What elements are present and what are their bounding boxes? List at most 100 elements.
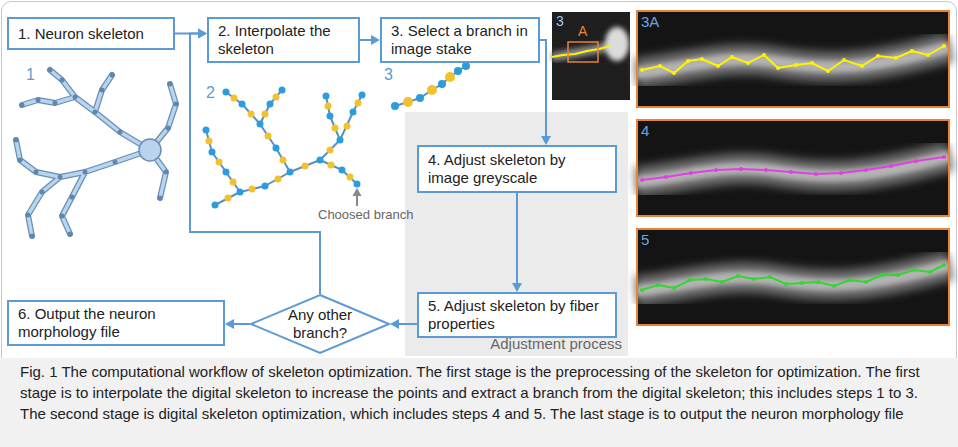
interpolated-point	[332, 125, 339, 132]
arrow-head	[512, 283, 522, 292]
skeleton-point	[462, 62, 470, 70]
skeleton-node	[48, 68, 53, 73]
skeleton-node	[93, 110, 98, 115]
skeleton-node	[70, 195, 75, 200]
interpolated-point	[231, 95, 238, 102]
greyscale-adjusted-skeleton	[642, 157, 944, 180]
interpolated-point	[273, 94, 280, 101]
process-box: 5. Adjust skeleton by fiber properties	[417, 292, 617, 338]
node-text: 3. Select a branch in image stake	[391, 22, 529, 58]
skeleton-node	[164, 170, 169, 175]
image-ground	[552, 12, 630, 100]
skeleton-node	[113, 160, 118, 165]
interpolated-point	[225, 195, 232, 202]
panel-label: 4	[641, 122, 649, 139]
original-points	[203, 87, 366, 209]
skeleton-node	[83, 170, 88, 175]
skeleton-fill	[16, 70, 176, 236]
initial-skeleton	[642, 46, 944, 73]
interpolated-point	[427, 85, 437, 95]
arrow-head	[390, 319, 399, 329]
flow-connector	[540, 40, 551, 145]
flow-connector	[390, 319, 417, 329]
soma	[139, 139, 161, 161]
choosed-branch-pointer	[353, 188, 362, 206]
skeleton-node	[174, 102, 179, 107]
skeleton-node	[58, 175, 63, 180]
fiber	[552, 46, 612, 57]
skeleton-node	[73, 95, 78, 100]
process-band: Adjustment process4. Adjust skeleton by …	[405, 112, 628, 356]
node-text: 5. Adjust skeleton by fiber properties	[428, 297, 606, 333]
panel-label: 3A	[641, 13, 659, 30]
skeleton-point	[350, 109, 357, 116]
flow-connector	[360, 35, 380, 45]
flow-connector	[175, 29, 207, 39]
connector-line	[190, 34, 320, 295]
skeleton-point	[257, 121, 264, 128]
skeleton-node	[168, 82, 173, 87]
skeleton-point	[438, 80, 446, 88]
interpolated-point	[249, 186, 256, 193]
skeleton-node	[36, 98, 41, 103]
arrow-head	[198, 29, 207, 39]
skeleton-point	[212, 202, 219, 209]
skeleton-point	[262, 183, 269, 190]
skeleton-point	[354, 181, 361, 188]
skeleton-point	[223, 89, 230, 96]
skeleton-node	[118, 130, 123, 135]
skeleton-node	[26, 213, 31, 218]
flow-connector	[512, 193, 522, 292]
skeleton-node	[100, 88, 105, 93]
fiber-image	[636, 10, 950, 108]
arrow-head	[371, 35, 380, 45]
arrow-head	[225, 319, 234, 329]
zoom-box	[568, 42, 598, 62]
interpolated-point	[280, 157, 287, 164]
process-box: 3. Select a branch in image stake	[380, 17, 540, 63]
skeleton-point	[273, 145, 280, 152]
flow-connector	[190, 29, 320, 295]
region-letter: A	[578, 23, 587, 39]
interpolated-skeleton	[206, 90, 362, 205]
interpolated-point	[302, 163, 309, 170]
callout-number: 3	[384, 66, 393, 84]
interpolated-point	[445, 72, 455, 82]
skeleton-node	[68, 232, 73, 237]
skeleton-point	[279, 87, 286, 94]
image-stack-thumbnail	[552, 12, 630, 100]
panel-label: 5	[641, 231, 649, 248]
skeleton-point	[317, 157, 324, 164]
figure-caption: Fig. 1 The computational workflow of ske…	[0, 358, 958, 447]
traced-branch	[552, 46, 610, 57]
skeleton-point	[339, 167, 346, 174]
skeleton-point	[416, 94, 424, 102]
interpolated-point	[206, 138, 213, 145]
skeleton-node	[34, 170, 39, 175]
interpolated-point	[262, 111, 269, 118]
skeleton-node	[60, 214, 65, 219]
fiber-image	[636, 119, 950, 217]
skeleton-point	[337, 137, 344, 144]
connector-line	[233, 323, 250, 325]
skeleton-node	[60, 78, 65, 83]
skeleton-node	[18, 158, 23, 163]
skeleton-point	[287, 169, 294, 176]
callout-number: 1	[26, 66, 35, 84]
interpolated-point	[328, 162, 335, 169]
neuron-skeleton	[16, 70, 176, 236]
interpolated-point	[344, 123, 351, 130]
callout-number: 2	[206, 84, 215, 102]
node-text: Any other branch?	[276, 306, 364, 342]
interpolated-point	[248, 111, 255, 118]
node-text: 6. Output the neuron morphology file	[18, 305, 214, 341]
zoom-panel	[636, 119, 950, 217]
skeleton-outline	[16, 70, 176, 236]
skeleton-node	[20, 103, 25, 108]
skeleton-node	[14, 138, 19, 143]
skeleton-node	[166, 126, 171, 131]
interpolated-point	[275, 176, 282, 183]
interpolated-point	[327, 147, 334, 154]
node-text: 2. Interpolate the skeleton	[218, 22, 349, 58]
